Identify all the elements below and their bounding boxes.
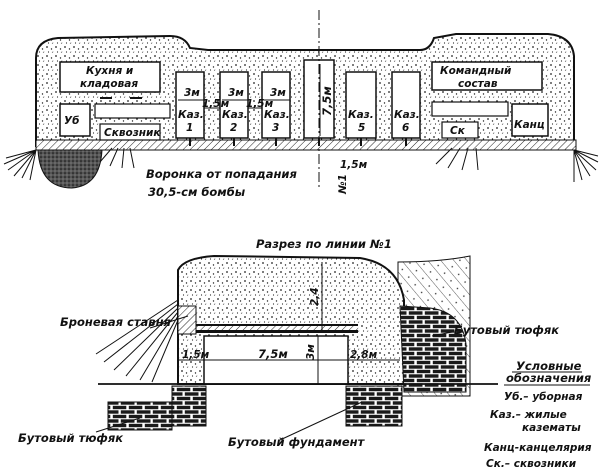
dim-3m-b: 3м xyxy=(228,87,244,99)
leader-lines xyxy=(95,315,453,441)
bomb-crater xyxy=(37,149,103,189)
rubble-left-block xyxy=(107,401,173,431)
dim-3m-c: 3м xyxy=(270,87,286,99)
command-label-2: состав xyxy=(458,78,498,90)
section-title: Разрез по линии №1 xyxy=(256,237,392,251)
armored-shutter xyxy=(177,305,197,335)
left-ground-rays xyxy=(3,149,37,181)
plan-base-strip xyxy=(35,139,577,151)
legend-item-1: Каз.– жилые xyxy=(490,409,567,421)
toilet-label: Уб xyxy=(64,115,79,127)
kaz3-label: Каз. xyxy=(264,109,290,121)
legend-item-3: Канц-канцелярия xyxy=(484,442,592,454)
dim-75-plan: 7,5м xyxy=(320,86,334,116)
crater-label-2: 30,5-см бомбы xyxy=(148,185,246,199)
casemate-1 xyxy=(175,71,205,139)
section-view: Разрез по линии №1 xyxy=(18,237,560,449)
kaz1-num: 1 xyxy=(186,122,193,134)
dim-28-section: 2,8м xyxy=(350,349,378,361)
rubble-right-label: Бутовый тюфяк xyxy=(454,323,560,337)
dim-3m-a: 3м xyxy=(184,87,200,99)
passage-label: Сквозник xyxy=(104,127,161,139)
kaz6-label: Каз. xyxy=(394,109,420,121)
office-room xyxy=(511,103,549,137)
kaz5-label: Каз. xyxy=(348,109,374,121)
command-label-1: Командный xyxy=(440,65,512,77)
plan-view: Кухня и кладовая Командный состав Уб Скв… xyxy=(3,10,599,199)
foundation-label: Бутовый фундамент xyxy=(228,435,366,449)
legend: Условные обозначения Уб.– уборная Каз.– … xyxy=(484,359,592,470)
section-line-label: №1 xyxy=(337,174,349,195)
casemate-5 xyxy=(345,71,377,139)
kaz5-num: 5 xyxy=(358,122,365,134)
office-label: Канц xyxy=(514,119,545,131)
dim-15-bottom: 1,5м xyxy=(340,159,368,171)
section-dimension-lines xyxy=(178,262,400,384)
legend-item-0: Уб.– уборная xyxy=(504,391,583,403)
right-ground-rays xyxy=(573,149,599,182)
armored-wall-label: Броневая ставня xyxy=(60,315,172,329)
section-left-rays xyxy=(95,299,179,383)
foundation-right xyxy=(345,385,403,427)
rubble-left-label: Бутовый тюфяк xyxy=(18,431,124,445)
dim-3m-section: 3м xyxy=(305,344,317,360)
foundation-left xyxy=(171,385,207,427)
dim-15-a: 1,5м xyxy=(202,98,230,110)
kaz6-num: 6 xyxy=(402,122,409,134)
kaz3-num: 3 xyxy=(272,122,279,134)
plan-dimension-lines xyxy=(178,10,321,190)
kitchen-room xyxy=(59,61,161,93)
passage-room xyxy=(99,123,161,141)
kaz2-num: 2 xyxy=(230,122,237,134)
legend-title-1: Условные xyxy=(516,359,582,373)
kitchen-label-2: кладовая xyxy=(80,78,138,90)
right-corridor xyxy=(431,101,509,117)
legend-title-2: обозначения xyxy=(506,371,592,385)
kitchen-label-1: Кухня и xyxy=(86,65,134,77)
legend-item-2: казематы xyxy=(522,422,581,434)
left-door-rays xyxy=(99,147,135,169)
dim-15-section: 1,5м xyxy=(182,349,210,361)
dim-24-section: 2,4 xyxy=(309,287,321,306)
legend-item-4: Ск.– сквозники xyxy=(486,458,577,470)
dim-15-b: 1,5м xyxy=(246,98,274,110)
kaz1-label: Каз. xyxy=(178,109,204,121)
crater-label-1: Воронка от попадания xyxy=(146,167,297,181)
passage-right xyxy=(441,121,479,139)
right-rubble xyxy=(399,305,467,393)
corridor-left xyxy=(94,103,171,119)
toilet-room xyxy=(59,103,91,137)
dim-75-section: 7,5м xyxy=(258,347,288,361)
casemate-6 xyxy=(391,71,421,139)
passage-short-label: Ск xyxy=(450,125,466,137)
command-room xyxy=(431,61,543,91)
kaz2-label: Каз. xyxy=(222,109,248,121)
right-door-rays xyxy=(435,147,479,171)
armored-strip-pattern xyxy=(190,326,358,330)
casemate-3 xyxy=(261,71,291,139)
